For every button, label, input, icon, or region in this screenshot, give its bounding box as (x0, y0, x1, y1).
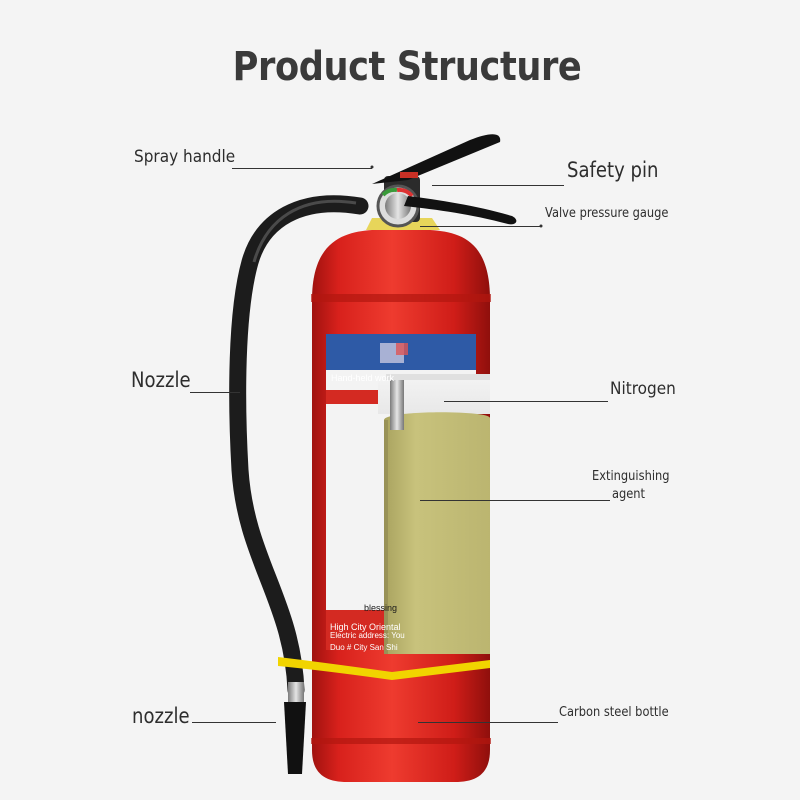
nozzle-tip (284, 682, 306, 774)
label-nozzle-upper: Nozzle (131, 368, 191, 392)
label-nitrogen: Nitrogen (610, 379, 676, 399)
label-extinguishing-agent-line1: Extinguishing (592, 469, 670, 484)
label-header-text: Hand-held work (331, 373, 395, 383)
label-spray-handle: Spray handle (134, 147, 236, 167)
page-title: Product Structure (232, 44, 582, 90)
carry-handle (404, 196, 517, 225)
label-nozzle-lower: nozzle (132, 704, 190, 728)
valve-assembly (366, 176, 440, 230)
leader-nozzle-upper (190, 392, 240, 393)
leader-valve-pressure-gauge (420, 226, 541, 227)
label-blessing-text: blessing (364, 603, 398, 613)
label-line-1: High City Oriental (330, 622, 401, 632)
leader-nozzle-lower (192, 722, 276, 723)
spray-handle-lever (372, 134, 501, 184)
leader-carbon-steel-bottle (418, 722, 558, 723)
cutaway-section (378, 374, 490, 654)
label-extinguishing-agent-line2: agent (612, 487, 646, 502)
label-carbon-steel-bottle: Carbon steel bottle (559, 705, 669, 720)
label-valve-pressure-gauge: Valve pressure gauge (545, 206, 669, 221)
label-line-3: Duo # City San Shi (330, 643, 398, 652)
leader-spray-handle (232, 168, 372, 169)
leader-nitrogen (444, 401, 608, 402)
label-line-2: Electric address: You (330, 631, 405, 640)
label-safety-pin: Safety pin (567, 158, 659, 182)
hose-strap (278, 657, 490, 680)
leader-safety-pin (432, 185, 564, 186)
leader-extinguishing-agent (420, 500, 610, 501)
safety-pin (400, 172, 418, 178)
